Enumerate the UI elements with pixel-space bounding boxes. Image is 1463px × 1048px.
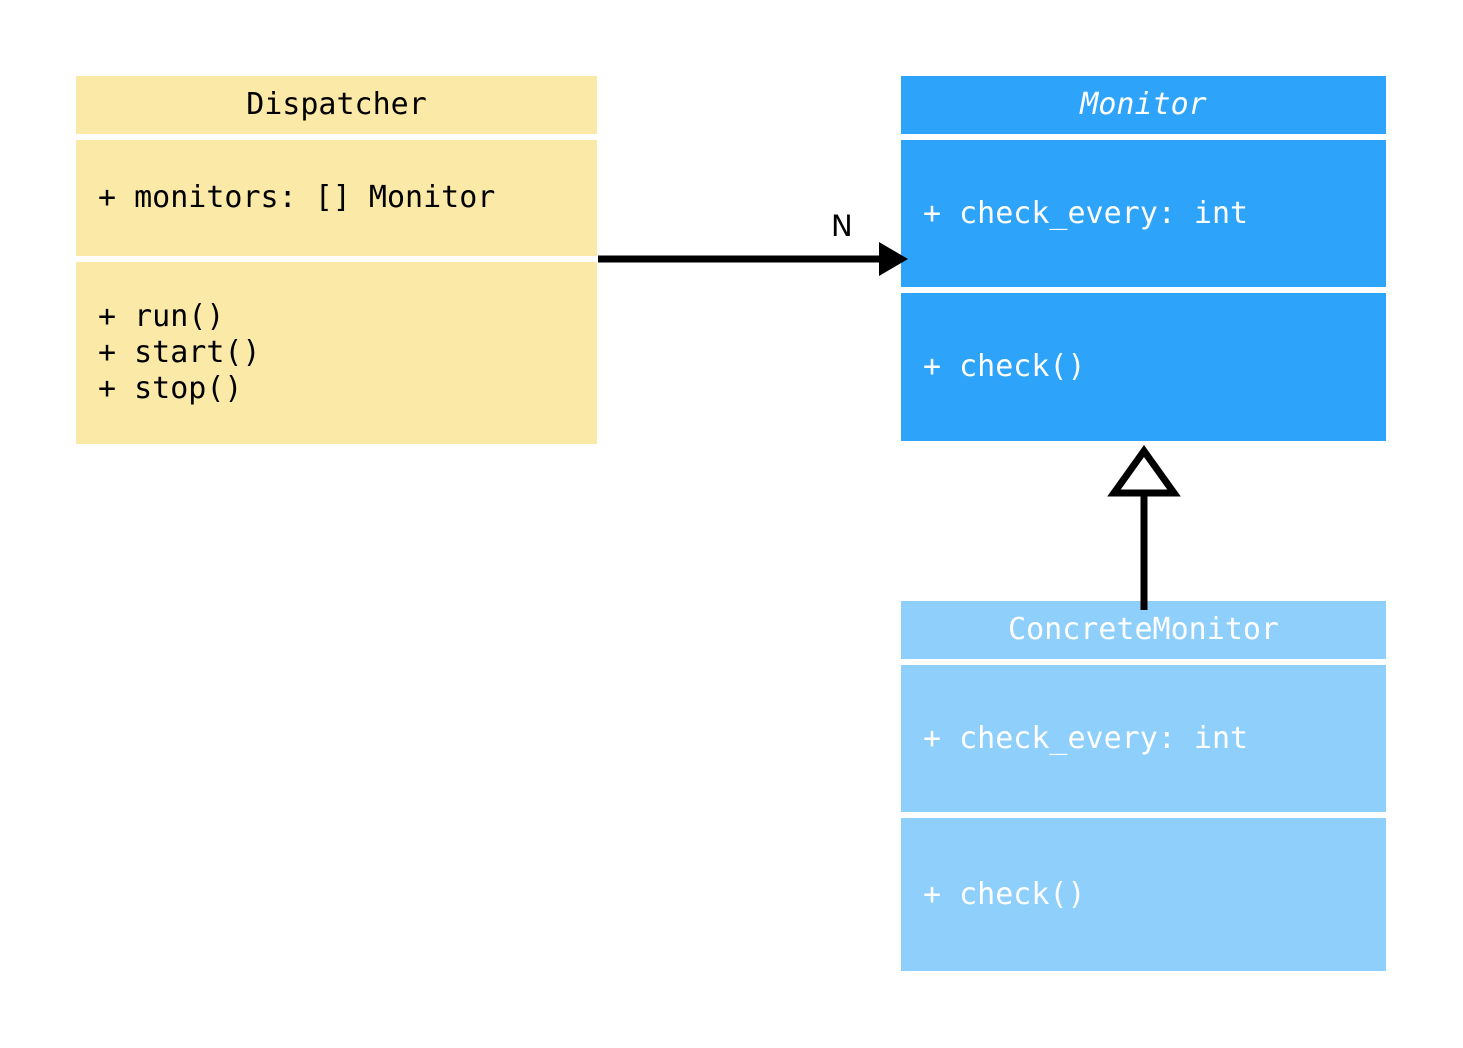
class-title-dispatcher: Dispatcher: [76, 76, 597, 134]
association-multiplicity-label: N: [831, 209, 853, 243]
attribute-row: + check_every: int: [923, 195, 1249, 231]
compartment-divider: [76, 256, 597, 262]
compartment-divider: [76, 134, 597, 140]
compartment-divider: [901, 812, 1386, 818]
filled-triangle-arrowhead-icon: [879, 242, 908, 276]
class-box-concretemonitor[interactable]: ConcreteMonitor + check_every: int + che…: [901, 601, 1386, 971]
method-row: + run(): [98, 299, 225, 334]
compartment-divider: [901, 287, 1386, 293]
class-title-concretemonitor: ConcreteMonitor: [901, 601, 1386, 659]
method-row: + stop(): [98, 371, 243, 406]
generalization-edge-concretemonitor-monitor: [1107, 444, 1181, 610]
compartment-divider: [901, 134, 1386, 140]
class-box-dispatcher[interactable]: Dispatcher + monitors: [] Monitor + run(…: [76, 76, 597, 444]
class-title-monitor: Monitor: [901, 76, 1386, 134]
method-row: + check(): [923, 876, 1086, 912]
attributes-compartment-monitor: + check_every: int: [901, 140, 1386, 287]
class-box-monitor[interactable]: Monitor + check_every: int + check(): [901, 76, 1386, 441]
attributes-compartment-dispatcher: + monitors: [] Monitor: [76, 140, 597, 256]
association-edge-dispatcher-monitor: [598, 242, 908, 276]
compartment-divider: [901, 659, 1386, 665]
methods-compartment-monitor: + check(): [901, 293, 1386, 441]
method-row: + start(): [98, 335, 261, 370]
method-row: + check(): [923, 349, 1086, 384]
methods-compartment-concretemonitor: + check(): [901, 818, 1386, 971]
hollow-triangle-arrowhead-icon: [1107, 444, 1181, 497]
methods-compartment-dispatcher: + run() + start() + stop(): [76, 262, 597, 444]
attribute-row: + check_every: int: [923, 720, 1249, 756]
attributes-compartment-concretemonitor: + check_every: int: [901, 665, 1386, 812]
attribute-row: + monitors: [] Monitor: [98, 180, 496, 215]
